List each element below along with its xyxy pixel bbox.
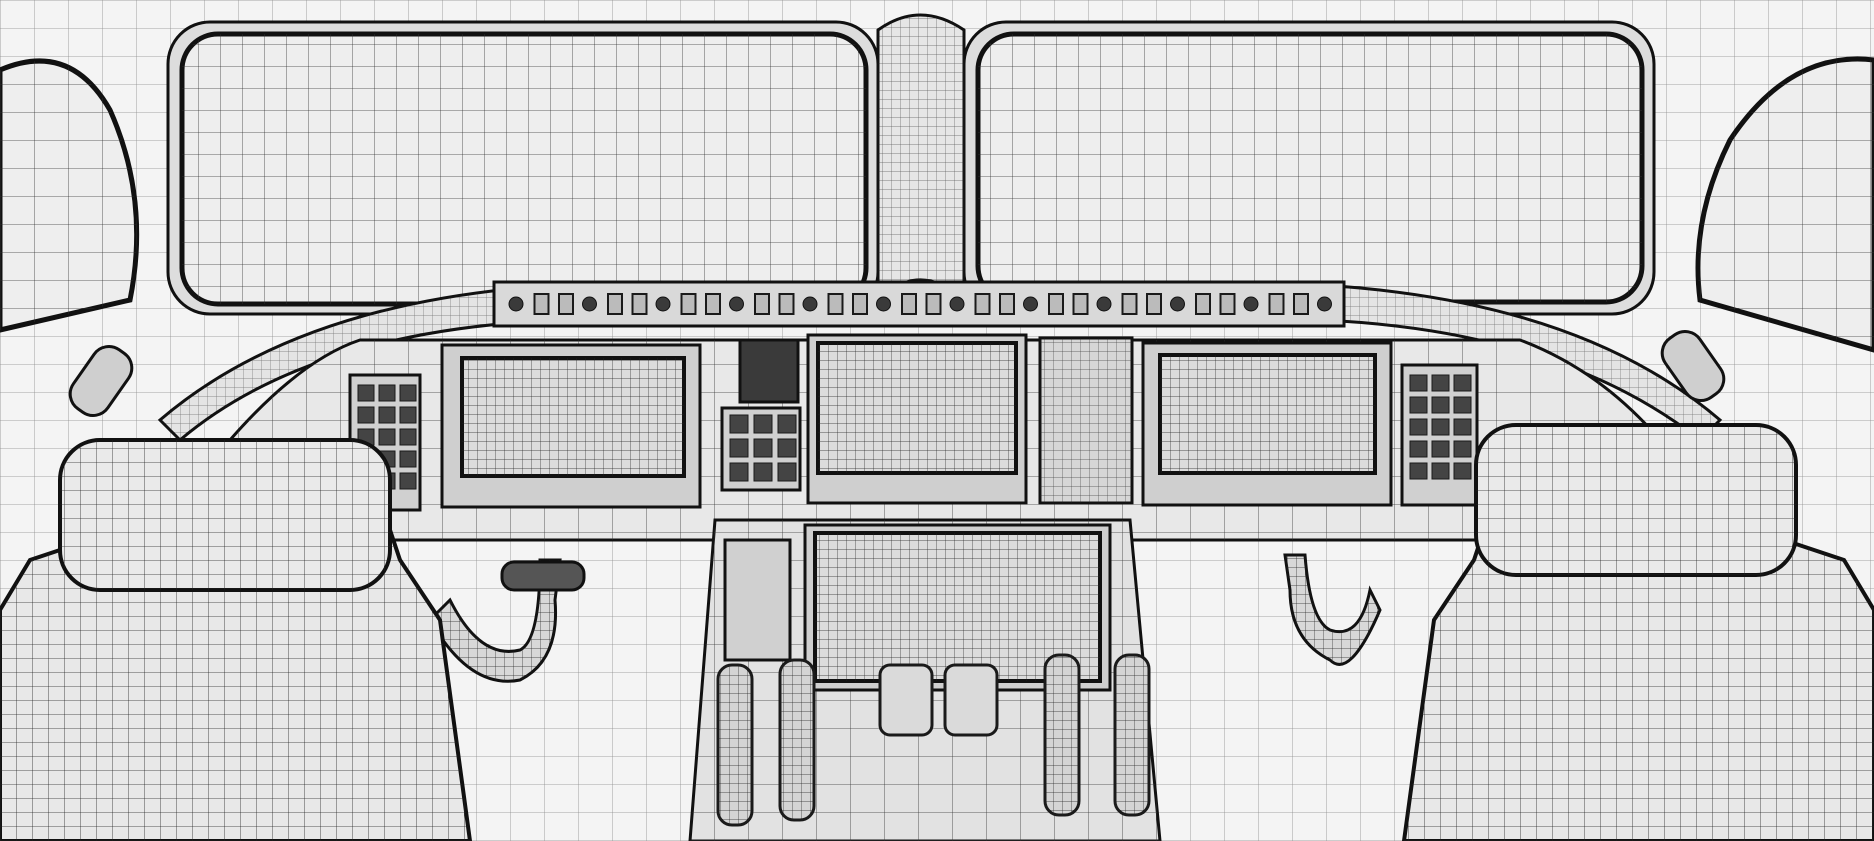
keypad-button [1409,418,1428,436]
keypad-button [1453,462,1472,480]
left-side-window-mesh [0,61,137,330]
autopilot-button [705,293,721,315]
throttle-lever-mesh [718,665,752,825]
keypad-button [1453,396,1472,414]
keypad-button [1409,462,1428,480]
right-keypad-buttons [1409,374,1472,480]
autopilot-button [999,293,1015,315]
center-right-control-stack-mesh [1040,338,1132,503]
throttle-lever-mesh [1045,655,1079,815]
keypad-button [1453,418,1472,436]
autopilot-button [1219,293,1236,315]
keypad-button [729,462,749,482]
left-display-mesh [462,358,684,476]
autopilot-knob [655,296,671,312]
autopilot-knob [876,296,891,312]
right-side-window-mesh [1698,59,1874,350]
autopilot-knob [1170,296,1185,312]
autopilot-knob [582,296,597,312]
throttle-levers [716,653,1151,827]
keypad-button [729,414,749,434]
autopilot-button [680,293,697,315]
right-windshield-mesh [978,34,1642,302]
throttle-lever-mesh [1115,655,1149,815]
autopilot-button [631,293,648,315]
right-headrest-mesh [1476,425,1796,575]
keypad-button [1409,440,1428,458]
autopilot-button [1268,293,1285,315]
flap-lever [878,663,934,737]
left-headrest-mesh [60,440,390,590]
keypad-button [1431,462,1450,480]
pedestal-left-module [723,538,792,662]
left-yoke-handle [500,560,586,592]
autopilot-button [778,293,795,315]
autopilot-knob [1317,296,1332,312]
autopilot-button [1146,293,1162,315]
autopilot-button [754,293,770,315]
keypad-button [777,414,797,434]
keypad-button [1453,374,1472,392]
autopilot-button [901,293,917,315]
autopilot-button [1293,293,1309,315]
right-yoke-mesh [1285,555,1380,665]
keypad-button [777,438,797,458]
autopilot-knob [1096,296,1112,312]
standby-instrument [738,338,800,404]
center-button-grid-buttons [729,414,797,482]
keypad-button [753,438,773,458]
keypad-button [729,438,749,458]
autopilot-button [852,293,868,315]
autopilot-button [925,293,942,315]
keypad-button [753,414,773,434]
autopilot-button [1072,293,1089,315]
autopilot-button [827,293,844,315]
keypad-button [399,472,417,490]
keypad-button [399,450,417,468]
keypad-button [1431,440,1450,458]
keypad-button [399,384,417,402]
center-display-mesh [818,343,1016,473]
keypad-button [378,384,396,402]
autopilot-button [533,293,550,315]
keypad-button [399,406,417,424]
keypad-button [378,406,396,424]
autopilot-knob [729,296,744,312]
autopilot-button [1048,293,1064,315]
throttle-lever-mesh [780,660,814,820]
autopilot-button [1121,293,1138,315]
autopilot-button [607,293,623,315]
center-window-pillar-mesh [878,15,964,300]
right-display-mesh [1160,355,1375,473]
keypad-button [1453,440,1472,458]
flap-lever [943,663,999,737]
autopilot-button [558,293,574,315]
keypad-button [1409,396,1428,414]
left-windshield-mesh [182,34,866,304]
keypad-button [399,428,417,446]
autopilot-button [1195,293,1211,315]
left-yoke-mesh [430,560,560,682]
autopilot-button [974,293,991,315]
keypad-button [1431,396,1450,414]
autopilot-knob [1023,296,1038,312]
autopilot-knob [802,296,818,312]
keypad-button [1409,374,1428,392]
autopilot-knob [1243,296,1259,312]
keypad-button [1431,418,1450,436]
keypad-button [357,406,375,424]
keypad-button [777,462,797,482]
keypad-button [357,384,375,402]
keypad-button [753,462,773,482]
autopilot-knob [949,296,965,312]
left-air-vent [68,345,134,417]
right-air-vent [1660,330,1726,402]
keypad-button [1431,374,1450,392]
autopilot-knob [508,296,524,312]
autopilot-knobs [508,293,1332,315]
keypad-button [378,428,396,446]
